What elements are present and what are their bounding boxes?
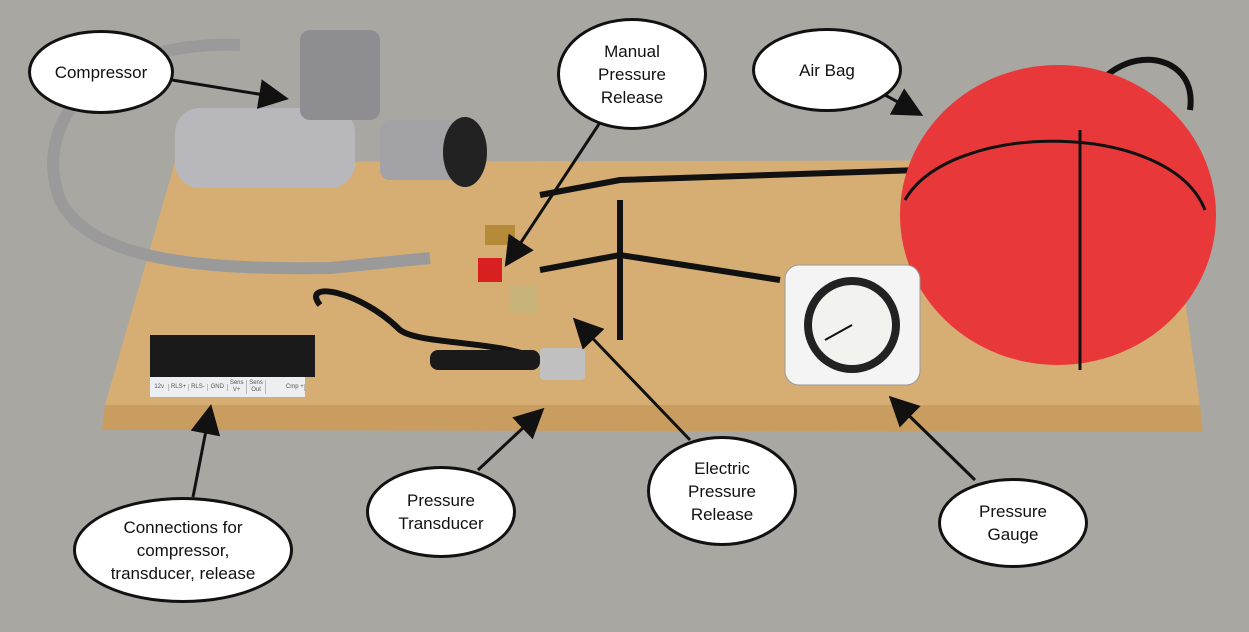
terminal-label: Sens Out [247, 380, 267, 394]
callout-gauge: Pressure Gauge [938, 478, 1088, 568]
callout-air-bag: Air Bag [752, 28, 902, 112]
terminal-block [150, 335, 315, 377]
compressor [175, 30, 487, 188]
callout-electric-release: Electric Pressure Release [647, 436, 797, 546]
callout-arrows [171, 78, 977, 498]
electric-release-valve [510, 285, 538, 313]
callout-compressor: Compressor [28, 30, 174, 114]
terminal-label: Cmp + [285, 383, 305, 391]
terminal-label: 12v [150, 383, 170, 391]
air-bag [900, 65, 1216, 370]
pressure-transducer [430, 348, 585, 380]
tubing [313, 56, 1194, 363]
callout-transducer: Pressure Transducer [366, 466, 516, 558]
pressure-gauge [784, 264, 921, 386]
terminal-label: GND [208, 383, 228, 391]
terminal-label-strip: 12v RLS+ RLS- GND Sens V+ Sens Out Cmp + [150, 377, 305, 397]
terminal-label: Sens V+ [228, 380, 247, 394]
callout-manual-release: Manual Pressure Release [557, 18, 707, 130]
callout-connections: Connections for compressor, transducer, … [73, 497, 293, 603]
terminal-label: RLS+ [169, 383, 189, 391]
terminal-label: RLS- [189, 383, 209, 391]
